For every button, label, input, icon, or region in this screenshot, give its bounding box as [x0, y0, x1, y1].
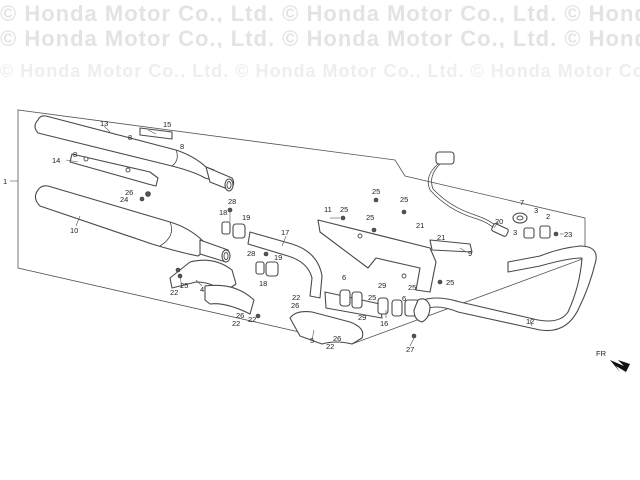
bolt-25-c	[371, 227, 377, 233]
clamp-3	[523, 227, 535, 239]
callout-29: 29	[358, 313, 366, 322]
callout-1: 1	[3, 177, 7, 186]
leader-lines	[65, 125, 564, 347]
callout-19: 19	[274, 253, 282, 262]
part-callouts: 1 13 15 8 8 8 14 26 24 10 28 18 19 17 28…	[3, 119, 607, 358]
callout-21: 21	[416, 221, 424, 230]
lower-muffler	[34, 185, 231, 263]
callout-10: 10	[70, 226, 78, 235]
callout-16: 16	[380, 319, 388, 328]
bolt-28-lower	[263, 251, 269, 257]
callout-22: 22	[248, 315, 256, 324]
gasket-18-upper	[221, 221, 231, 235]
clamp-19-lower	[265, 261, 279, 277]
upper-muffler-bracket	[69, 153, 159, 187]
cap-2	[539, 225, 551, 239]
callout-6: 6	[402, 294, 406, 303]
callout-18: 18	[219, 208, 227, 217]
callout-27: 27	[406, 345, 414, 354]
front-arrow-icon	[610, 360, 630, 372]
bolt-25-d	[401, 209, 407, 215]
heat-shield-bracket	[317, 219, 437, 293]
callout-8: 8	[73, 150, 77, 159]
callout-8: 8	[180, 142, 184, 151]
connecting-pipe-flange	[204, 284, 255, 315]
callout-12: 12	[526, 317, 534, 326]
bolt-27	[411, 333, 417, 339]
callout-2: 2	[546, 212, 550, 221]
bolt-25-e	[437, 279, 443, 285]
pipe-joint-assembly	[324, 289, 420, 319]
clamp-19-upper	[232, 223, 246, 239]
collector-protector	[289, 311, 364, 345]
bolt-23	[553, 231, 559, 237]
callout-25: 25	[408, 283, 416, 292]
callout-17: 17	[281, 228, 289, 237]
callout-29: 29	[378, 281, 386, 290]
main-exhaust-pipe-flange	[413, 298, 431, 323]
rear-pipe	[247, 231, 323, 299]
watermark-band-top: © Honda Motor Co., Ltd. © Honda Motor Co…	[0, 5, 640, 23]
callout-21: 21	[437, 233, 445, 242]
callout-18: 18	[259, 279, 267, 288]
callout-4: 4	[200, 285, 204, 294]
front-indicator-label: FR	[596, 349, 607, 358]
callout-26: 26	[291, 301, 299, 310]
callout-3: 3	[513, 228, 517, 237]
callout-3: 3	[534, 206, 538, 215]
callout-15: 15	[163, 120, 171, 129]
callout-25: 25	[340, 205, 348, 214]
callout-6: 6	[342, 273, 346, 282]
upper-heat-shield	[139, 127, 173, 140]
bolt-24	[139, 196, 145, 202]
callout-26: 26	[125, 188, 133, 197]
callout-22: 22	[170, 288, 178, 297]
callout-22: 22	[292, 293, 300, 302]
callout-7: 7	[520, 198, 524, 207]
assembly-frame	[17, 109, 586, 345]
callout-25: 25	[446, 278, 454, 287]
callout-25: 25	[372, 187, 380, 196]
callout-22: 22	[326, 342, 334, 351]
callout-25: 25	[368, 293, 376, 302]
gasket-18-lower	[255, 261, 265, 275]
bolt-25-left	[175, 267, 181, 273]
callout-25: 25	[180, 281, 188, 290]
callout-25: 25	[366, 213, 374, 222]
callout-5: 5	[310, 336, 314, 345]
callout-19: 19	[242, 213, 250, 222]
callout-20: 20	[495, 217, 503, 226]
callout-11: 11	[324, 205, 332, 214]
watermark-band-bottom: © Honda Motor Co., Ltd. © Honda Motor Co…	[0, 62, 640, 78]
bolt-26-upper	[145, 191, 151, 197]
callout-13: 13	[100, 119, 108, 128]
callout-24: 24	[120, 195, 128, 204]
upper-muffler	[34, 115, 235, 192]
callout-28: 28	[247, 249, 255, 258]
bolt-26-lower	[255, 313, 261, 319]
bolt-25-b	[340, 215, 346, 221]
bolt-25-a	[373, 197, 379, 203]
callout-9: 9	[468, 249, 472, 258]
callout-26: 26	[333, 334, 341, 343]
oxygen-sensor	[427, 151, 509, 237]
callout-25: 25	[400, 195, 408, 204]
callout-28: 28	[228, 197, 236, 206]
callout-8: 8	[128, 133, 132, 142]
callout-14: 14	[52, 156, 60, 165]
main-exhaust-pipe	[417, 245, 597, 332]
callout-26: 26	[236, 311, 244, 320]
callout-23: 23	[564, 230, 572, 239]
callout-22: 22	[232, 319, 240, 328]
bolt-28-upper	[227, 207, 233, 213]
watermark-band-middle: © Honda Motor Co., Ltd. © Honda Motor Co…	[0, 30, 640, 48]
